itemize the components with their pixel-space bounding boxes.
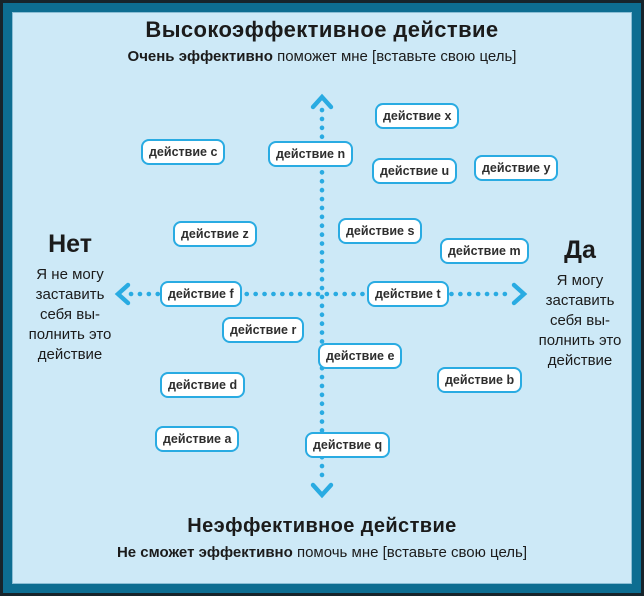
bottom-axis-subtitle-rest: помочь мне [вставьте свою цель] xyxy=(292,544,528,561)
arrowhead-right-icon xyxy=(511,282,528,306)
action-box: действие x xyxy=(375,103,460,129)
top-axis-subtitle-rest: поможет мне [вставьте свою цель] xyxy=(272,48,517,65)
bottom-axis-subtitle-bold: Не сможет эффективно xyxy=(116,544,293,561)
action-box: действие t xyxy=(367,281,449,307)
left-axis-description: Я не могу заставить себя вы- полнить это… xyxy=(28,266,112,363)
right-axis-label: Да xyxy=(564,236,596,264)
top-axis-subtitle-bold: Очень эффективно xyxy=(127,48,273,65)
action-box: действие d xyxy=(160,372,246,398)
action-box: действие f xyxy=(160,281,242,307)
action-box: действие y xyxy=(474,155,559,181)
right-axis-description: Я могу заставить себя вы- полнить это де… xyxy=(538,272,622,369)
action-box: действие e xyxy=(318,343,403,369)
arrowhead-down-icon xyxy=(310,482,334,499)
action-box: действие m xyxy=(440,238,529,264)
action-box: действие a xyxy=(155,426,240,452)
action-box: действие n xyxy=(268,141,354,167)
bottom-axis-title: Неэффективное действие xyxy=(187,515,457,537)
left-axis-label: Нет xyxy=(48,230,92,258)
action-box: действие z xyxy=(173,221,257,247)
action-box: действие c xyxy=(141,139,226,165)
action-box: действие b xyxy=(437,367,523,393)
arrowhead-up-icon xyxy=(310,93,334,110)
action-box: действие q xyxy=(305,432,391,458)
right-axis-label-group: Да Я могу заставить себя вы- полнить это… xyxy=(524,236,636,371)
left-axis-label-group: Нет Я не могу заставить себя вы- полнить… xyxy=(14,230,126,365)
bottom-axis-subtitle: Не сможет эффективно помочь мне [вставьт… xyxy=(0,544,644,561)
top-axis-subtitle: Очень эффективно поможет мне [вставьте с… xyxy=(0,48,644,65)
arrowhead-left-icon xyxy=(114,282,131,306)
action-box: действие r xyxy=(222,317,305,343)
action-box: действие s xyxy=(338,218,423,244)
top-axis-title: Высокоэффективное действие xyxy=(145,17,499,42)
action-box: действие u xyxy=(372,158,458,184)
